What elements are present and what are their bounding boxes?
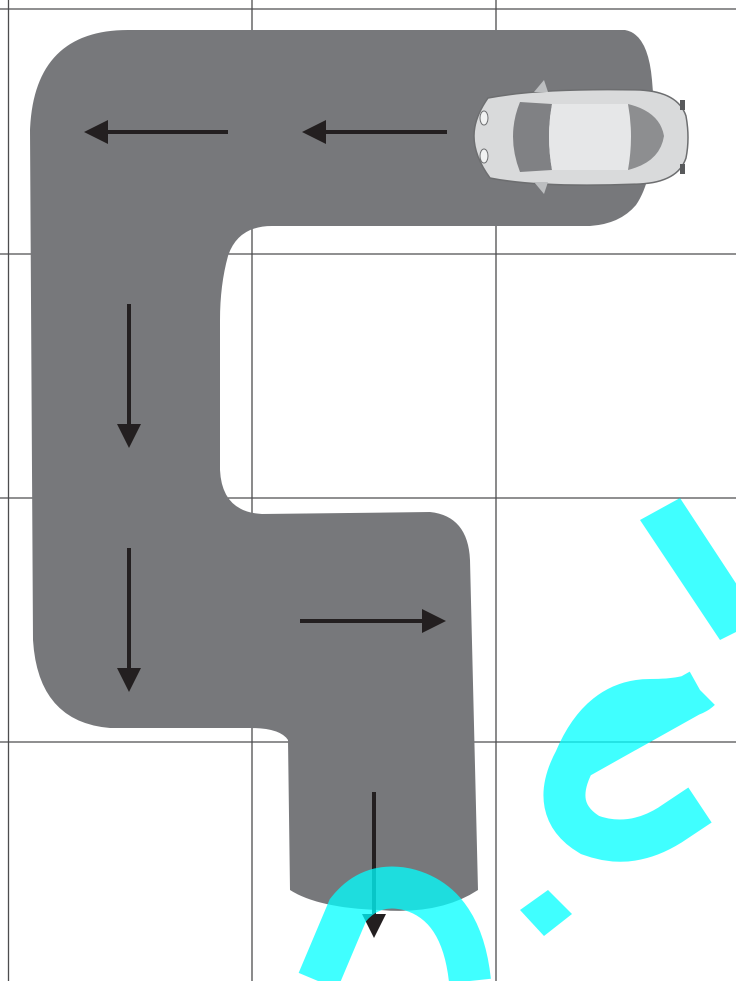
car-roof bbox=[549, 104, 631, 170]
car-taillight bbox=[680, 164, 685, 174]
car-headlight bbox=[480, 149, 488, 163]
watermark-stroke bbox=[640, 498, 736, 640]
car-windshield bbox=[513, 102, 552, 172]
car-top-view-icon bbox=[474, 80, 688, 194]
watermark-letter-n bbox=[318, 888, 470, 981]
watermark-dot bbox=[520, 890, 572, 936]
car-headlight bbox=[480, 111, 488, 125]
watermark-letter-e bbox=[564, 690, 700, 841]
car-taillight bbox=[680, 100, 685, 110]
